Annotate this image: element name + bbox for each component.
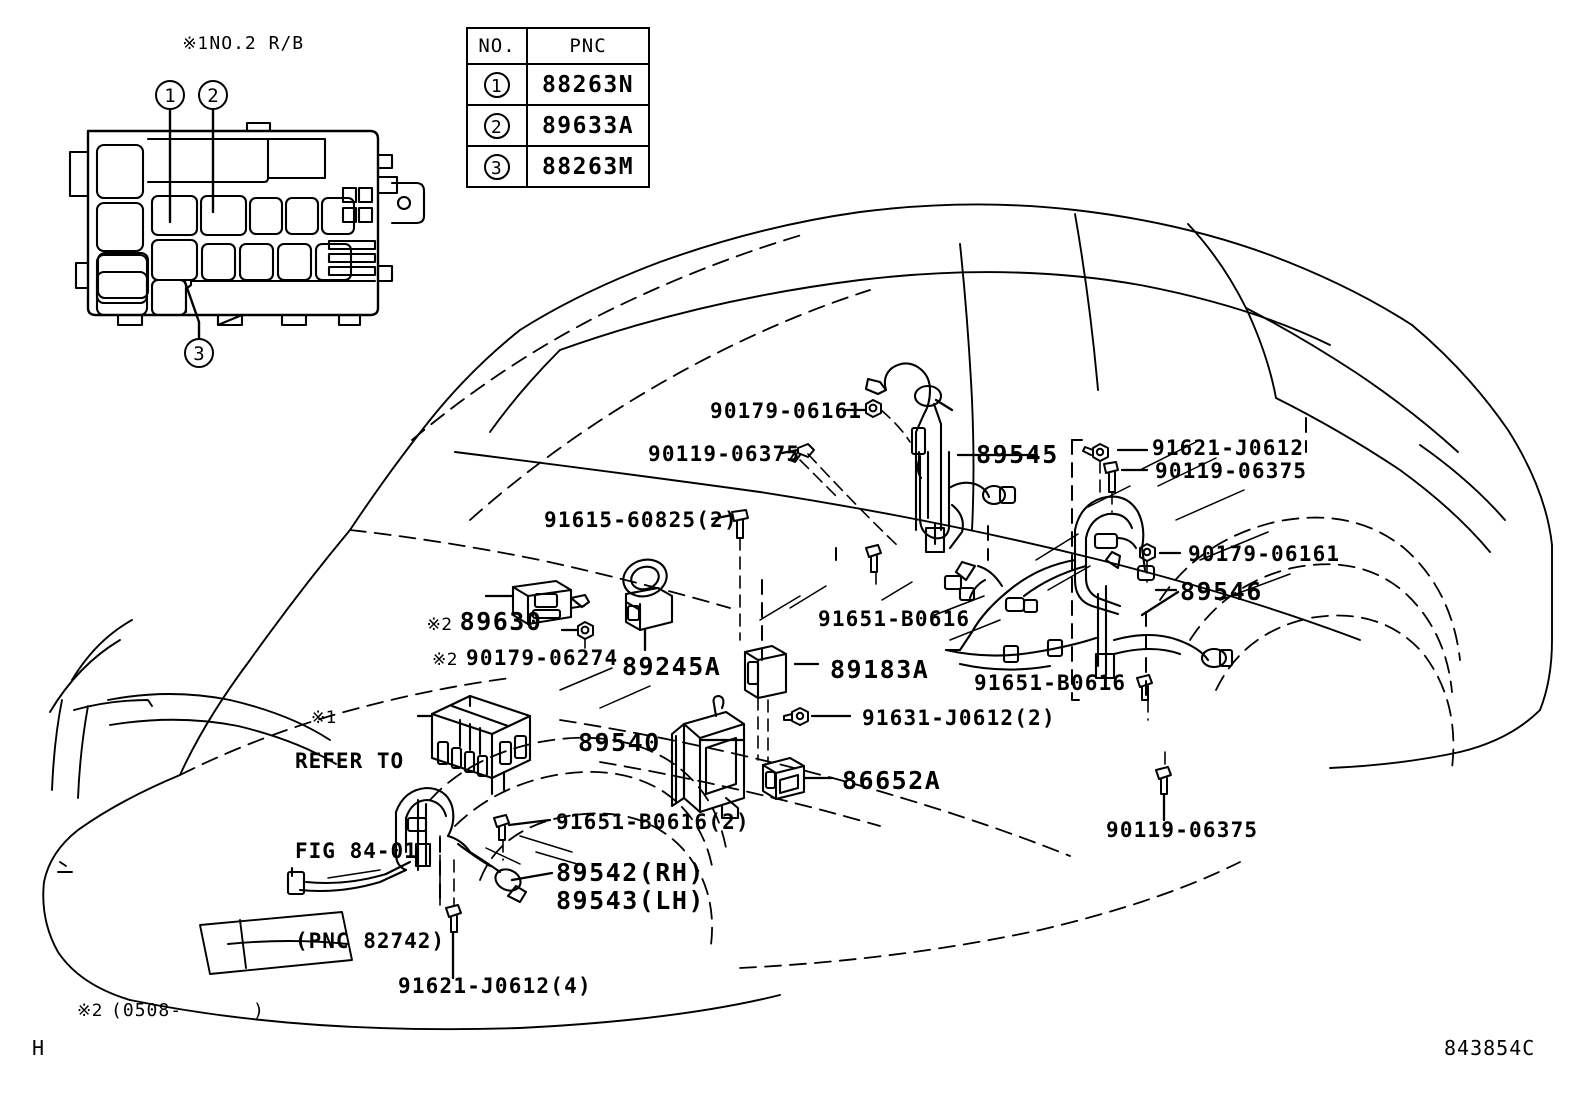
pnc-row-no-1: 1	[466, 63, 528, 106]
note2-footer-group: ※2 (0508- )	[34, 980, 265, 1041]
circle-number-1: 1	[484, 71, 510, 98]
pnc-table-header-row: NO. PNC	[466, 27, 650, 65]
label-89245A: 89245A	[622, 652, 722, 681]
pnc-row-no-2: 2	[466, 104, 528, 147]
label-90119-06375-lower: 90119-06375	[1106, 818, 1259, 842]
component-89183a	[743, 644, 788, 700]
relay-callout-1: 1	[155, 80, 185, 110]
component-89245a	[622, 558, 674, 632]
label-89542-RH: 89542(RH)	[556, 858, 705, 887]
thin-detail-lines	[327, 439, 1291, 879]
note1-marker: ※1	[182, 34, 210, 54]
car-body-outline	[42, 203, 1553, 1031]
component-86652a	[761, 756, 806, 801]
pnc-row-value-2: 89633A	[526, 104, 650, 147]
label-89546: 89546	[1180, 577, 1263, 606]
note1-header-text: NO.2 R/B	[209, 33, 305, 54]
label-91651-B0616-lower: 91651-B0616(2)	[556, 810, 750, 834]
car-hidden-lines	[179, 233, 1461, 969]
label-90179-06274-group: ※2 90179-06274	[389, 626, 618, 690]
table-row: 1 88263N	[466, 63, 650, 106]
label-89543-LH: 89543(LH)	[556, 886, 705, 915]
harness-89546	[943, 495, 1234, 680]
label-91621-J0612-4: 91621-J0612(4)	[398, 974, 592, 998]
note2-marker: ※2	[76, 1001, 104, 1021]
relay-block-drawing	[68, 121, 426, 327]
label-90119-06375-right: 90119-06375	[1155, 459, 1308, 483]
figure-code: 843854C	[1444, 1036, 1536, 1060]
label-91615-60825: 91615-60825(2)	[544, 508, 738, 532]
refer-to-block: REFER TO FIG 84-01 (PNC 82742)	[295, 686, 445, 1016]
pnc-row-no-3: 3	[466, 145, 528, 188]
label-91631-J0612: 91631-J0612(2)	[862, 706, 1056, 730]
circle-number-3: 3	[484, 153, 510, 180]
part-location-pointers	[439, 409, 1166, 909]
label-90179-06274: 90179-06274	[466, 646, 619, 670]
label-86652A: 86652A	[842, 766, 942, 795]
refer-to-line-2: FIG 84-01	[295, 839, 418, 863]
pnc-header-no: NO.	[466, 27, 528, 65]
label-91621-J0612: 91621-J0612	[1152, 436, 1305, 460]
label-91651-B0616-right: 91651-B0616	[974, 671, 1127, 695]
label-89630: 89630	[459, 607, 543, 636]
label-90179-06274-marker: ※2	[431, 650, 459, 670]
reference-frames	[439, 417, 1307, 901]
label-91651-B0616-center: 91651-B0616	[818, 607, 971, 631]
refer-to-marker-wrap: ※1	[268, 688, 337, 748]
circle-number-2: 2	[484, 112, 510, 139]
table-row: 3 88263M	[466, 145, 650, 188]
harness-89542-89543	[286, 786, 528, 904]
fastener-icons	[445, 399, 1172, 933]
sheet-letter: H	[32, 1036, 46, 1060]
pnc-table: NO. PNC 1 88263N 2 89633A 3 88263M	[466, 27, 650, 188]
label-89630-marker: ※2	[426, 615, 453, 635]
relay-callout-leaders	[168, 108, 215, 342]
relay-callout-3: 3	[184, 338, 214, 368]
label-90119-06375-top: 90119-06375	[648, 442, 801, 466]
note2-footer-text: (0508- )	[111, 1000, 265, 1021]
front-end-detail	[49, 619, 353, 975]
table-row: 2 89633A	[466, 104, 650, 147]
pnc-row-value-1: 88263N	[526, 63, 650, 106]
label-89630-group: ※2 89630	[374, 583, 542, 660]
label-leader-lines	[416, 398, 1182, 980]
refer-to-marker: ※1	[310, 708, 338, 728]
component-89540	[670, 694, 746, 820]
label-89545: 89545	[976, 440, 1059, 469]
relay-callout-2: 2	[198, 80, 228, 110]
component-refer-fusebox	[430, 694, 532, 796]
refer-to-line-1: REFER TO	[295, 749, 405, 773]
label-89540: 89540	[578, 728, 661, 757]
pnc-row-value-3: 88263M	[526, 145, 650, 188]
refer-to-line-3: (PNC 82742)	[295, 929, 446, 953]
harness-89545	[864, 362, 1017, 554]
pnc-header-pnc: PNC	[526, 27, 650, 65]
label-89183A: 89183A	[830, 655, 930, 684]
component-89630	[511, 579, 591, 626]
label-90179-06161-right: 90179-06161	[1188, 542, 1341, 566]
note1-header: ※1NO.2 R/B	[135, 12, 304, 75]
label-90179-06161-top: 90179-06161	[710, 399, 863, 423]
